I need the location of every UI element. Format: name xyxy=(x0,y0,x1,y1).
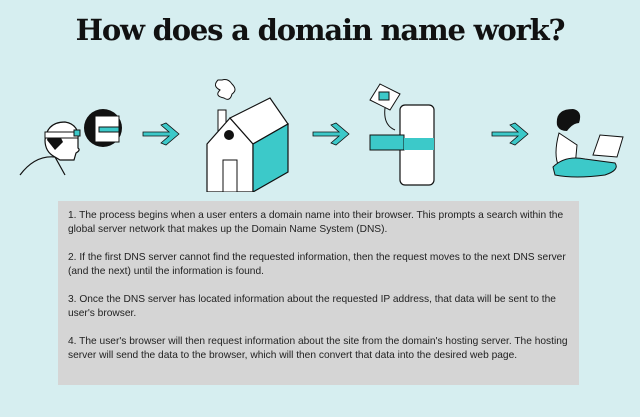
phone-file-cabinet-illustration xyxy=(369,83,435,186)
step-1: 1. The process begins when a user enters… xyxy=(68,210,564,235)
arrow-right-icon xyxy=(312,122,350,146)
arrow-right-icon xyxy=(491,122,529,146)
step-3: 3. Once the DNS server has located infor… xyxy=(68,294,556,319)
user-at-browser-illustration xyxy=(19,109,122,176)
page-title: How does a domain name work? xyxy=(75,13,566,47)
person-with-laptop-illustration xyxy=(552,109,624,178)
dns-server-house-illustration xyxy=(206,79,289,192)
step-4: 4. The user's browser will then request … xyxy=(68,336,568,361)
step-2: 2. If the first DNS server cannot find t… xyxy=(68,252,566,277)
arrow-right-icon xyxy=(142,122,180,146)
steps-panel: 1. The process begins when a user enters… xyxy=(58,201,579,385)
